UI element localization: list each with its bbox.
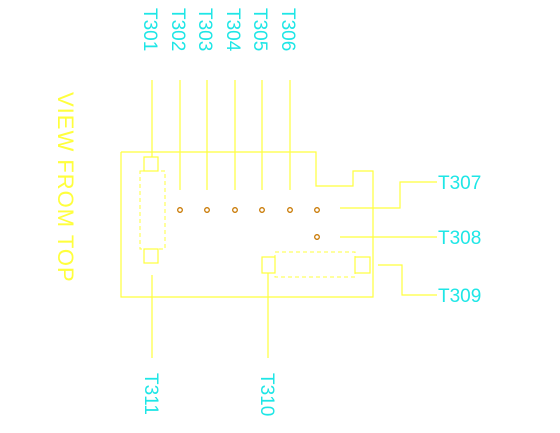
label-t308: T308 <box>438 228 481 249</box>
pin-hole <box>314 207 320 213</box>
label-t303: T303 <box>194 8 215 51</box>
pin-holes <box>177 207 320 240</box>
top-leaders <box>151 80 291 190</box>
pin-hole <box>259 207 265 213</box>
label-t304: T304 <box>222 8 243 52</box>
board-outline <box>120 151 374 298</box>
label-t309: T309 <box>438 286 481 307</box>
bottom-leaders <box>151 273 269 358</box>
label-t307: T307 <box>438 173 481 194</box>
label-t311: T311 <box>140 373 161 415</box>
pin-hole <box>204 207 210 213</box>
pin-hole <box>287 207 293 213</box>
pin-hole <box>314 234 320 240</box>
view-from-top-label: VIEW FROM TOP <box>53 92 78 283</box>
label-t305: T305 <box>249 8 270 51</box>
right-leaders <box>340 181 437 296</box>
bottom-component <box>261 251 371 278</box>
label-t301: T301 <box>139 8 160 51</box>
left-component <box>139 156 166 264</box>
pin-hole <box>232 207 238 213</box>
pin-hole <box>177 207 183 213</box>
label-t302: T302 <box>167 8 188 51</box>
label-t310: T310 <box>256 373 277 416</box>
label-t306: T306 <box>277 8 298 51</box>
